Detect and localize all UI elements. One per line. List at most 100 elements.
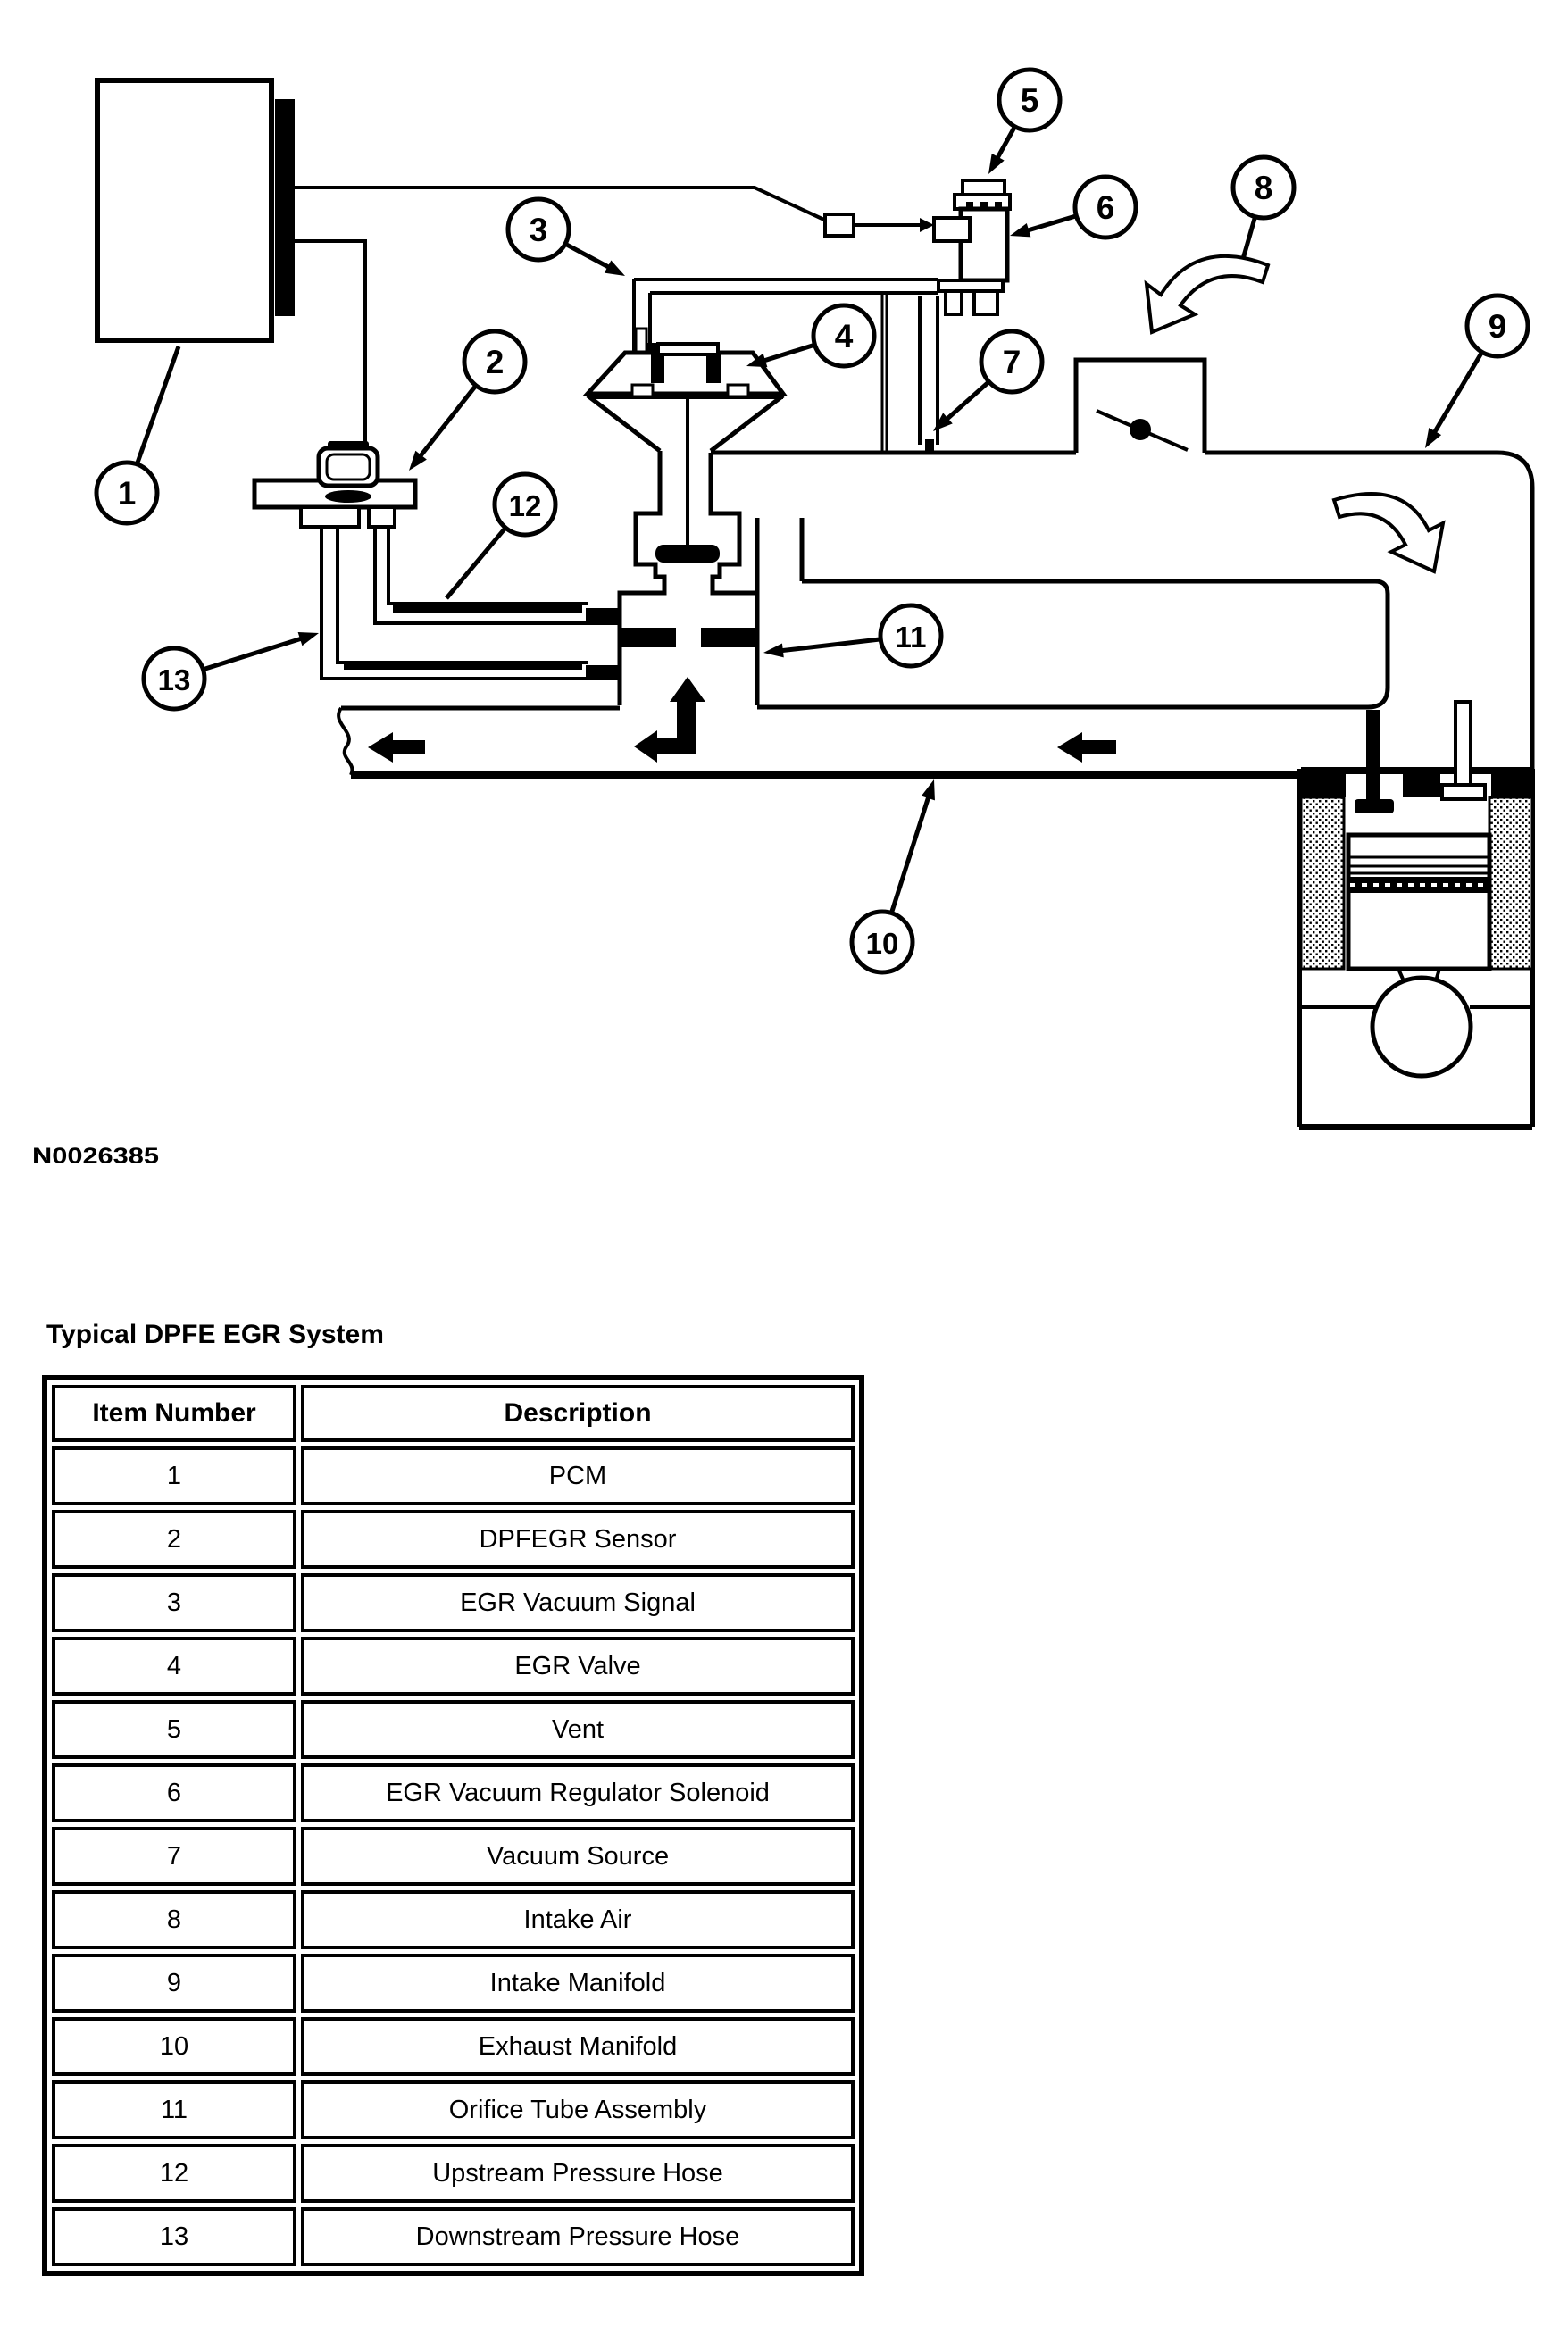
throttle-shaft-dot bbox=[1130, 419, 1151, 440]
callout-number: 10 bbox=[866, 927, 899, 960]
callout-10: 10 bbox=[849, 779, 935, 975]
pcm-box bbox=[95, 78, 295, 343]
callout-leader-line bbox=[940, 379, 991, 425]
downstream-pressure-hose bbox=[320, 527, 588, 680]
callout-arrowhead bbox=[604, 260, 625, 276]
pipe-open-end bbox=[337, 706, 354, 776]
figure-caption: Typical DPFE EGR System bbox=[46, 1320, 384, 1349]
egr-valve-pintle bbox=[655, 545, 720, 563]
callout-2: 2 bbox=[409, 329, 528, 471]
description-cell: Upstream Pressure Hose bbox=[301, 2144, 855, 2203]
solenoid-port-nipple bbox=[944, 289, 963, 316]
callout-circle bbox=[505, 196, 571, 263]
callout-leader-line bbox=[1429, 350, 1484, 439]
item-number-cell: 13 bbox=[52, 2207, 296, 2266]
callout-leader-line bbox=[563, 241, 615, 272]
vent-slot bbox=[995, 202, 1002, 209]
callout-number: 5 bbox=[1021, 82, 1039, 119]
description-cell: Orifice Tube Assembly bbox=[301, 2080, 855, 2139]
orifice-plate bbox=[620, 628, 676, 647]
callout-6: 6 bbox=[1010, 174, 1138, 240]
pcm-connector-bar bbox=[275, 99, 295, 316]
callout-leader-line bbox=[134, 346, 181, 465]
piston-ring-band bbox=[1350, 877, 1488, 893]
description-cell: Exhaust Manifold bbox=[301, 2017, 855, 2076]
callout-arrowhead bbox=[988, 153, 1005, 174]
callout-number: 12 bbox=[509, 489, 542, 522]
callout-8: 8 bbox=[1230, 154, 1297, 260]
dpfe-sensor bbox=[252, 441, 418, 529]
callout-12: 12 bbox=[445, 471, 558, 600]
callout-leader-line bbox=[757, 342, 816, 365]
solenoid-port-nipple bbox=[972, 289, 999, 316]
cylinder-wall bbox=[1488, 796, 1534, 971]
intake-valve bbox=[1454, 700, 1472, 791]
callout-arrowhead bbox=[1425, 427, 1442, 448]
callout-number: 3 bbox=[530, 212, 548, 248]
callout-circle bbox=[141, 646, 207, 712]
callout-arrowhead bbox=[409, 450, 427, 471]
item-number-cell: 6 bbox=[52, 1763, 296, 1822]
egr-flow-arrow bbox=[634, 677, 705, 763]
upstream-port bbox=[586, 608, 620, 625]
solenoid-electrical-connector bbox=[932, 216, 972, 243]
callout-3: 3 bbox=[505, 196, 625, 276]
wire-to-solenoid bbox=[295, 186, 934, 238]
throttle-body bbox=[1073, 357, 1207, 453]
callout-leader-line bbox=[775, 637, 881, 654]
item-number-cell: 7 bbox=[52, 1827, 296, 1886]
item-number-cell: 9 bbox=[52, 1954, 296, 2013]
callout-number: 2 bbox=[486, 344, 505, 380]
callout-number: 6 bbox=[1097, 189, 1115, 226]
col-header-description: Description bbox=[301, 1385, 855, 1442]
callout-arrowhead bbox=[1010, 223, 1031, 238]
callout-circle bbox=[462, 329, 528, 395]
callout-circle bbox=[878, 603, 944, 669]
vent-slot bbox=[966, 202, 973, 209]
exhaust-valve-head bbox=[1355, 799, 1394, 813]
callout-number: 11 bbox=[896, 621, 927, 654]
callout-1: 1 bbox=[94, 346, 181, 526]
callout-11: 11 bbox=[763, 603, 944, 669]
callout-9: 9 bbox=[1425, 293, 1530, 448]
figure-ref: N0026385 bbox=[32, 1144, 159, 1169]
orifice-plate bbox=[701, 628, 757, 647]
callout-leader-line bbox=[414, 384, 478, 463]
description-cell: PCM bbox=[301, 1446, 855, 1505]
callout-arrowhead bbox=[933, 413, 953, 431]
vacuum-source-tubes bbox=[880, 295, 939, 452]
wire-arrowhead bbox=[920, 218, 934, 232]
callout-circle bbox=[1464, 293, 1530, 359]
upstream-pressure-hose bbox=[373, 527, 588, 625]
callout-number: 13 bbox=[158, 663, 191, 696]
intake-air-arrow bbox=[1144, 254, 1271, 335]
description-cell: Vent bbox=[301, 1700, 855, 1759]
callout-leader-line bbox=[1021, 213, 1078, 235]
callout-number: 8 bbox=[1255, 170, 1273, 206]
solenoid-assembly bbox=[932, 179, 1012, 316]
callout-leader-line bbox=[888, 790, 933, 914]
callout-circle bbox=[94, 460, 160, 526]
callout-circle bbox=[811, 303, 877, 369]
manifold-flow-arrow bbox=[1331, 492, 1446, 574]
callout-circle bbox=[1230, 154, 1297, 221]
description-cell: Vacuum Source bbox=[301, 1827, 855, 1886]
callout-circle bbox=[979, 329, 1045, 395]
intake-manifold-outline bbox=[711, 450, 1535, 769]
description-cell: EGR Vacuum Signal bbox=[301, 1573, 855, 1632]
callout-leader-line bbox=[202, 634, 308, 672]
item-number-cell: 1 bbox=[52, 1446, 296, 1505]
crankshaft-circle bbox=[1370, 975, 1473, 1079]
